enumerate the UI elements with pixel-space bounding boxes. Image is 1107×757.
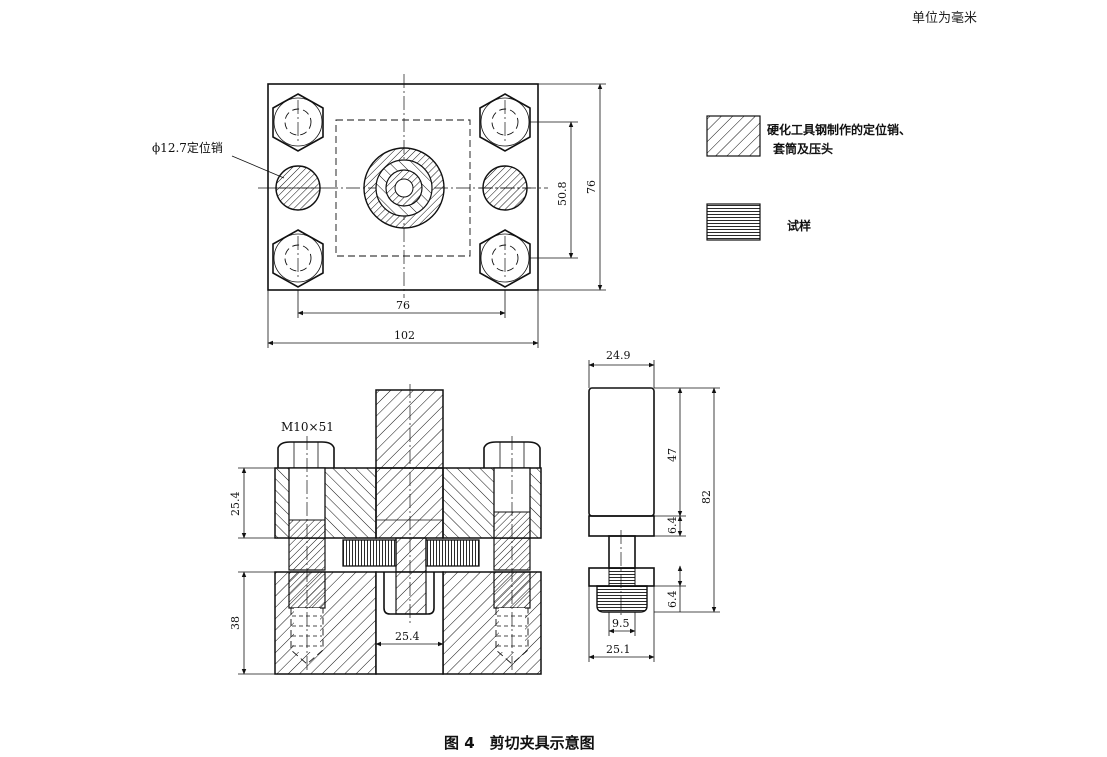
hex-bolt-icon <box>479 93 531 152</box>
unit-note: 单位为毫米 <box>912 10 977 26</box>
specimen-left <box>342 539 397 567</box>
punch-side-tip <box>596 585 648 613</box>
punch-shank <box>375 467 444 539</box>
dim-lower-block: 38 <box>229 616 242 630</box>
legend-hardened-swatch <box>706 115 761 157</box>
pin-label: ϕ12.7定位销 <box>152 140 223 155</box>
dim-overall-height: 76 <box>585 180 598 194</box>
side-view: 24.9 47 6.4 6.4 82 9.5 25.1 <box>588 349 720 662</box>
dim-hole-spacing: 76 <box>396 299 410 312</box>
dim-slot: 25.4 <box>395 630 420 643</box>
punch-side-collar <box>588 515 655 537</box>
legend-specimen-swatch <box>706 203 761 241</box>
dim-foot: 6.4 <box>666 591 679 609</box>
dim-upper-block: 25.4 <box>229 492 242 517</box>
hex-bolt-icon <box>272 93 324 152</box>
dim-inner-height: 50.8 <box>556 182 569 207</box>
legend-hardened-line2: 套筒及压头 <box>772 141 833 156</box>
dim-head-height: 47 <box>666 448 679 462</box>
punch-side-head <box>588 387 655 517</box>
dim-collar: 6.4 <box>666 517 679 535</box>
punch-side-pin <box>608 535 636 569</box>
specimen-right <box>425 539 480 567</box>
legend-hardened-line1: 硬化工具钢制作的定位销、 <box>767 122 911 137</box>
bolt-label: M10×51 <box>281 420 334 434</box>
dim-base-width: 25.1 <box>606 643 631 656</box>
dim-head-width: 24.9 <box>606 349 631 362</box>
figure-caption: 图 4 剪切夹具示意图 <box>444 734 595 752</box>
hex-bolt-icon <box>479 229 531 288</box>
punch-body <box>375 389 444 469</box>
central-punch <box>363 147 445 229</box>
dim-total-height: 82 <box>700 490 713 504</box>
top-view: ϕ12.7定位销 76 102 50.8 76 <box>152 74 606 348</box>
hex-bolt-icon <box>272 229 324 288</box>
dim-overall-width: 102 <box>394 329 415 342</box>
front-view: M10×51 25.4 <box>229 384 542 675</box>
legend: 硬化工具钢制作的定位销、 套筒及压头 试样 <box>706 115 911 241</box>
legend-specimen-label: 试样 <box>787 218 811 233</box>
top-plate <box>267 83 539 291</box>
dim-pin-width: 9.5 <box>612 617 630 630</box>
